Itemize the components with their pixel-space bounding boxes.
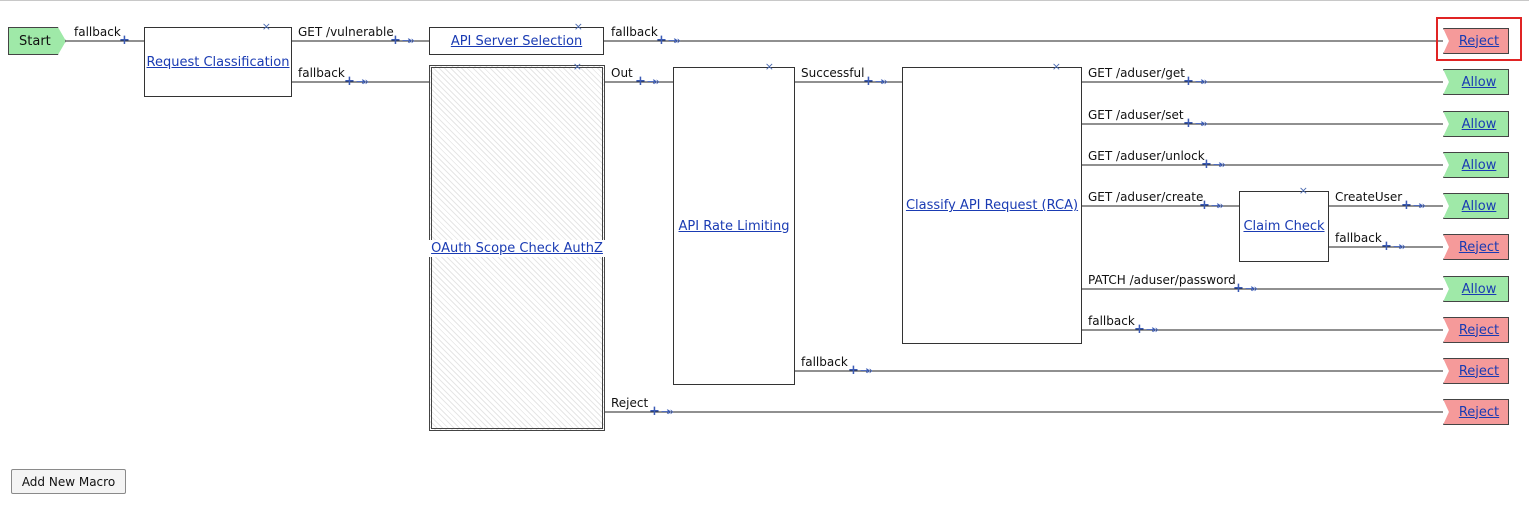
add-step-plus-icon[interactable]: + bbox=[1134, 322, 1145, 337]
remove-claim-check-icon[interactable]: × bbox=[1298, 184, 1308, 197]
remove-api-server-selection-icon[interactable]: × bbox=[573, 20, 583, 33]
add-step-plus-icon[interactable]: + bbox=[1233, 281, 1244, 296]
start-label: Start bbox=[19, 33, 51, 49]
branch-label: Out bbox=[611, 66, 633, 80]
branch-label: fallback bbox=[611, 25, 658, 39]
add-step-plus-icon[interactable]: + bbox=[390, 33, 401, 48]
remove-api-rate-limiting-icon[interactable]: × bbox=[764, 60, 774, 73]
add-step-plus-icon[interactable]: + bbox=[119, 33, 130, 48]
allow-terminal: Allow bbox=[1443, 69, 1509, 95]
connect-arrow-icon[interactable]: →» bbox=[860, 364, 873, 377]
api-server-selection-box: × API Server Selection bbox=[429, 21, 604, 55]
reject-link[interactable]: Reject bbox=[1458, 322, 1500, 338]
allow-terminal: Allow bbox=[1443, 193, 1509, 219]
start-node[interactable]: Start bbox=[8, 27, 66, 55]
connect-arrow-icon[interactable]: →» bbox=[1195, 117, 1208, 130]
branch-label: GET /aduser/create bbox=[1088, 190, 1204, 204]
remove-oauth-scope-check-icon[interactable]: × bbox=[572, 60, 582, 73]
request-classification-link[interactable]: Request Classification bbox=[146, 54, 290, 70]
add-step-plus-icon[interactable]: + bbox=[1381, 239, 1392, 254]
connect-arrow-icon[interactable]: →» bbox=[1213, 158, 1226, 171]
add-step-plus-icon[interactable]: + bbox=[1199, 198, 1210, 213]
reject-terminal: Reject bbox=[1443, 358, 1509, 384]
reject-terminal: Reject bbox=[1443, 234, 1509, 260]
selection-highlight bbox=[1436, 17, 1522, 61]
add-step-plus-icon[interactable]: + bbox=[649, 404, 660, 419]
allow-terminal: Allow bbox=[1443, 111, 1509, 137]
add-step-plus-icon[interactable]: + bbox=[848, 363, 859, 378]
add-step-plus-icon[interactable]: + bbox=[635, 74, 646, 89]
reject-link[interactable]: Reject bbox=[1458, 363, 1500, 379]
branch-label: fallback bbox=[74, 25, 121, 39]
add-step-plus-icon[interactable]: + bbox=[656, 33, 667, 48]
connect-arrow-icon[interactable]: →» bbox=[356, 75, 369, 88]
reject-terminal: Reject bbox=[1443, 28, 1509, 54]
branch-label: CreateUser bbox=[1335, 190, 1403, 204]
allow-terminal: Allow bbox=[1443, 276, 1509, 302]
allow-link[interactable]: Allow bbox=[1461, 157, 1497, 173]
allow-link[interactable]: Allow bbox=[1461, 74, 1497, 90]
connect-arrow-icon[interactable]: →» bbox=[668, 34, 681, 47]
branch-label: PATCH /aduser/password bbox=[1088, 273, 1236, 287]
connect-arrow-icon[interactable]: →» bbox=[402, 34, 415, 47]
branch-label: Successful bbox=[801, 66, 865, 80]
connect-arrow-icon[interactable]: →» bbox=[1146, 323, 1159, 336]
request-classification-box: × Request Classification bbox=[144, 21, 292, 97]
branch-label: fallback bbox=[298, 66, 345, 80]
add-new-macro-button[interactable]: Add New Macro bbox=[11, 469, 126, 494]
classify-api-request-box: × Classify API Request (RCA) bbox=[902, 61, 1082, 344]
connect-arrow-icon[interactable]: →» bbox=[1393, 240, 1406, 253]
classify-api-request-link[interactable]: Classify API Request (RCA) bbox=[905, 198, 1079, 213]
allow-link[interactable]: Allow bbox=[1461, 116, 1497, 132]
oauth-scope-check-link[interactable]: OAuth Scope Check AuthZ bbox=[429, 239, 605, 257]
branch-label: GET /vulnerable bbox=[298, 25, 394, 39]
connect-arrow-icon[interactable]: →» bbox=[1195, 75, 1208, 88]
branch-label: GET /aduser/set bbox=[1088, 108, 1184, 122]
branch-label: fallback bbox=[1088, 314, 1135, 328]
claim-check-link[interactable]: Claim Check bbox=[1243, 219, 1325, 234]
allow-link[interactable]: Allow bbox=[1461, 198, 1497, 214]
connect-arrow-icon[interactable]: →» bbox=[647, 75, 660, 88]
add-step-plus-icon[interactable]: + bbox=[1201, 157, 1212, 172]
branch-label: fallback bbox=[801, 355, 848, 369]
remove-classify-api-request-icon[interactable]: × bbox=[1051, 60, 1061, 73]
oauth-scope-check-box: × OAuth Scope Check AuthZ bbox=[429, 61, 605, 431]
add-step-plus-icon[interactable]: + bbox=[1183, 74, 1194, 89]
reject-link[interactable]: Reject bbox=[1458, 404, 1500, 420]
branch-label: Reject bbox=[611, 396, 649, 410]
add-step-plus-icon[interactable]: + bbox=[863, 74, 874, 89]
allow-link[interactable]: Allow bbox=[1461, 281, 1497, 297]
branch-label: fallback bbox=[1335, 231, 1382, 245]
remove-request-classification-icon[interactable]: × bbox=[261, 20, 271, 33]
connect-arrow-icon[interactable]: →» bbox=[1245, 282, 1258, 295]
connect-arrow-icon[interactable]: →» bbox=[661, 405, 674, 418]
branch-label: GET /aduser/unlock bbox=[1088, 149, 1205, 163]
add-step-plus-icon[interactable]: + bbox=[344, 74, 355, 89]
add-step-plus-icon[interactable]: + bbox=[1401, 198, 1412, 213]
reject-link[interactable]: Reject bbox=[1458, 239, 1500, 255]
api-rate-limiting-box: × API Rate Limiting bbox=[673, 61, 795, 385]
top-border bbox=[0, 0, 1529, 1]
reject-terminal: Reject bbox=[1443, 399, 1509, 425]
api-rate-limiting-link[interactable]: API Rate Limiting bbox=[678, 218, 790, 234]
reject-terminal: Reject bbox=[1443, 317, 1509, 343]
reject-link[interactable]: Reject bbox=[1458, 33, 1500, 49]
branch-label: GET /aduser/get bbox=[1088, 66, 1185, 80]
connect-arrow-icon[interactable]: →» bbox=[875, 75, 888, 88]
connect-arrow-icon[interactable]: →» bbox=[1211, 199, 1224, 212]
api-server-selection-link[interactable]: API Server Selection bbox=[450, 33, 583, 49]
connect-arrow-icon[interactable]: →» bbox=[1413, 199, 1426, 212]
claim-check-box: × Claim Check bbox=[1239, 185, 1329, 262]
add-step-plus-icon[interactable]: + bbox=[1183, 116, 1194, 131]
allow-terminal: Allow bbox=[1443, 152, 1509, 178]
